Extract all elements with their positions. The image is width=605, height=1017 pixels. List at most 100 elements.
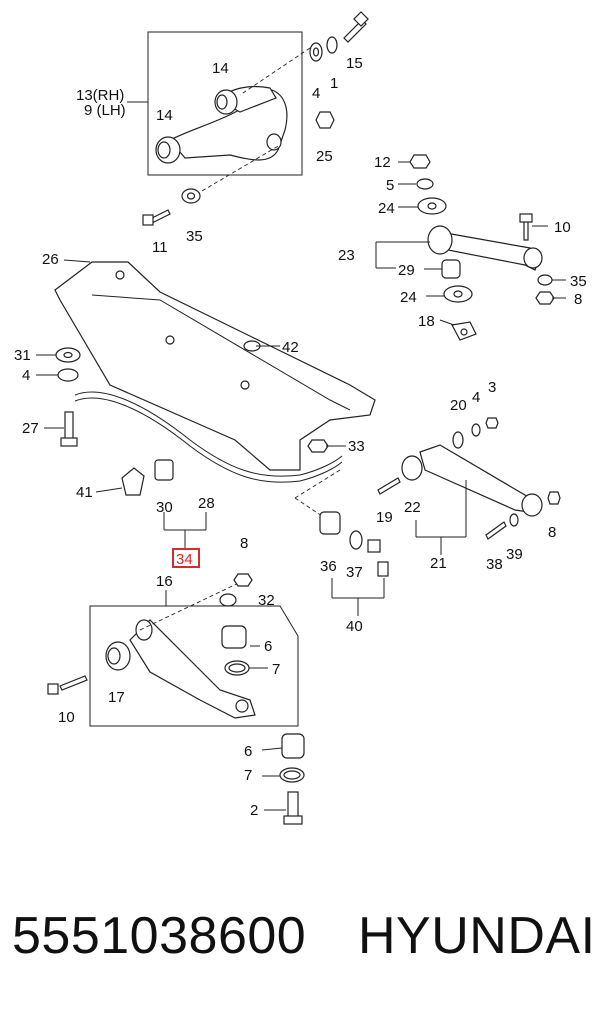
callout-26: 26	[42, 251, 59, 268]
callout-29: 29	[398, 262, 415, 279]
washer-35-right	[537, 274, 553, 286]
callout-16: 16	[156, 573, 173, 590]
callout-25: 25	[316, 148, 333, 165]
washer-1	[326, 36, 338, 54]
callout-22: 22	[404, 499, 421, 516]
bolt-11	[142, 209, 171, 226]
callout-27: 27	[22, 420, 39, 437]
callout-28: 28	[198, 495, 215, 512]
nut-3	[485, 417, 499, 429]
callout-6: 6	[244, 743, 252, 760]
washer-39	[509, 513, 519, 527]
bushing-36	[319, 511, 341, 535]
bolt-10-upper	[519, 213, 533, 241]
bolt-2	[283, 791, 303, 825]
bushing-6-lower	[281, 733, 305, 759]
nut-25	[315, 111, 335, 129]
callout-20: 20	[450, 397, 467, 414]
nut-8-far	[547, 491, 561, 505]
callout-41: 41	[76, 484, 93, 501]
lateral-arm-21	[401, 444, 543, 517]
callout-38: 38	[486, 556, 503, 573]
callout-42: 42	[282, 339, 299, 356]
bolt-15	[343, 11, 369, 43]
callout-32: 32	[258, 592, 275, 609]
nut-8-right	[535, 291, 555, 305]
bushing-6-box	[221, 625, 247, 649]
callout-8: 8	[240, 535, 248, 552]
callout-35: 35	[186, 228, 203, 245]
washer-24-top	[417, 197, 447, 215]
callout-11: 11	[152, 239, 168, 256]
washer-32	[219, 593, 237, 607]
callout-4: 4	[22, 367, 30, 384]
callout-2: 2	[250, 802, 258, 819]
callout-33: 33	[348, 438, 365, 455]
callout-10: 10	[554, 219, 571, 236]
upper-control-arm	[155, 85, 288, 164]
callout-35: 35	[570, 273, 587, 290]
callout-19: 19	[376, 509, 393, 526]
nut-8-lower	[233, 573, 253, 587]
callout-18: 18	[418, 313, 435, 330]
callout-7: 7	[244, 767, 252, 784]
bracket-18	[451, 321, 477, 341]
callout-24: 24	[378, 200, 395, 217]
washer-31	[55, 347, 81, 363]
part-number: 5551038600	[12, 907, 307, 965]
callout-6: 6	[264, 638, 272, 655]
bushing-29	[441, 259, 461, 279]
callout-13: 13(RH)	[76, 87, 124, 104]
lower-control-arm	[105, 619, 256, 719]
bolt-10-lower	[47, 675, 88, 695]
callout-4: 4	[312, 85, 320, 102]
callout-30: 30	[156, 499, 173, 516]
washer-5	[416, 178, 434, 190]
callout-5: 5	[386, 177, 394, 194]
washer-20	[452, 431, 464, 449]
oring-37	[349, 530, 363, 550]
callout-12: 12	[374, 154, 391, 171]
washer-24-bottom	[443, 285, 473, 303]
callout-10: 10	[58, 709, 75, 726]
trailing-arm-23	[427, 225, 543, 271]
callout-40: 40	[346, 618, 363, 635]
callout-21: 21	[430, 555, 447, 572]
callout-37: 37	[346, 564, 363, 581]
nut-12	[409, 154, 431, 169]
callout-14: 14	[156, 107, 173, 124]
washer-4-right	[471, 423, 481, 437]
nut-33	[307, 439, 329, 453]
callout-7: 7	[272, 661, 280, 678]
callout-3: 3	[488, 379, 496, 396]
callout-4: 4	[472, 389, 480, 406]
callout-23: 23	[338, 247, 355, 264]
upper-arm-frame	[147, 31, 303, 176]
ring-7-box	[224, 660, 250, 676]
callout-8: 8	[574, 291, 582, 308]
callout-17: 17	[108, 689, 125, 706]
callout-15: 15	[346, 55, 363, 72]
callout-36: 36	[320, 558, 337, 575]
bushing-30	[154, 459, 174, 481]
bracket-41	[121, 467, 145, 496]
callout-39: 39	[506, 546, 523, 563]
lower-arm-frame	[89, 605, 299, 727]
callout-14: 14	[212, 60, 229, 77]
bolt-38	[485, 521, 507, 540]
bolt-19	[377, 477, 401, 495]
washer-4-upper	[309, 42, 323, 62]
callout-9: 9 (LH)	[84, 102, 126, 119]
callout-24: 24	[400, 289, 417, 306]
washer-4-left	[57, 368, 79, 382]
washer-35-upper	[181, 188, 201, 204]
callout-34: 34	[176, 551, 193, 568]
callout-1: 1	[330, 75, 338, 92]
callout-31: 31	[14, 347, 31, 364]
bolt-27	[60, 411, 78, 447]
callout-8: 8	[548, 524, 556, 541]
highlight-box-34	[172, 548, 200, 568]
exploded-parts-diagram: 13(RH) 9 (LH) 14 14 4 1 15 25 11 35 12 5…	[14, 11, 587, 825]
brand-name: HYUNDAI	[358, 907, 596, 965]
ring-7-lower	[279, 767, 305, 783]
